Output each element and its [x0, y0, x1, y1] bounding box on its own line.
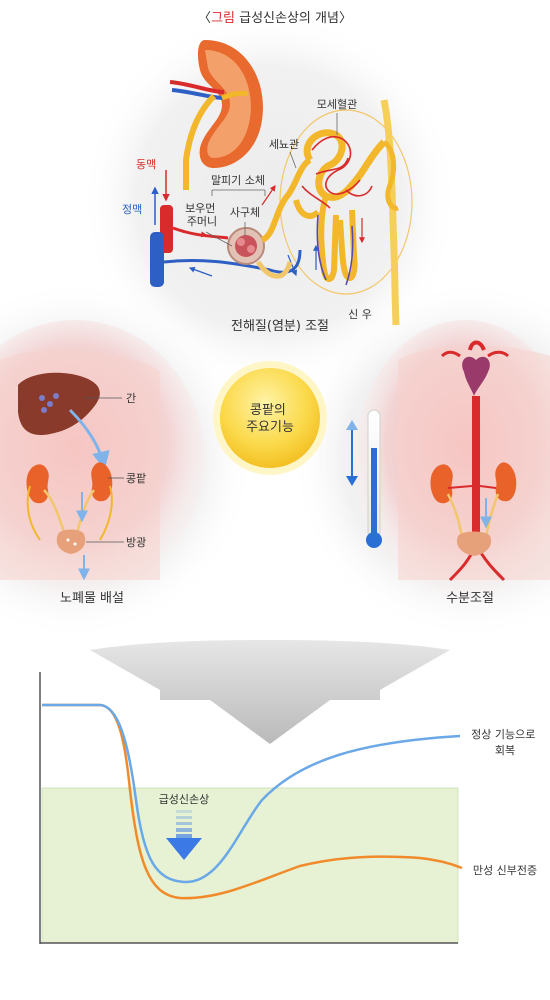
recovery-label-line: 정상 기능으로	[471, 728, 535, 741]
bladder	[56, 529, 86, 554]
bowman-label: 보우먼 주머니	[185, 202, 219, 228]
heart	[462, 356, 490, 396]
liver-label: 간	[126, 392, 136, 405]
center-badge-title: 콩팥의 주요기능	[246, 403, 294, 435]
glomerulus	[235, 235, 257, 257]
ckd-curve	[42, 703, 463, 900]
electrolyte-section-title: 전해질(염분) 조절	[231, 319, 329, 334]
nephron-diagram	[150, 99, 413, 326]
center-title-line: 콩팥의	[250, 403, 286, 418]
recovery-graph	[39, 672, 463, 944]
thermometer-icon	[366, 409, 382, 548]
injury-zone	[41, 787, 459, 944]
bowman-label-line: 보우먼	[185, 202, 215, 215]
artery-label: 동맥	[136, 158, 156, 171]
aorta	[472, 396, 480, 546]
water-section-title: 수분조절	[446, 591, 494, 606]
glomerulus-label: 사구체	[230, 206, 260, 219]
waste-section-title: 노폐물 배설	[60, 591, 124, 606]
water-regulation-illustration	[346, 340, 550, 582]
up-down-arrow-icon	[346, 420, 358, 486]
caption-prefix: 그림	[211, 11, 235, 26]
vein-label: 정맥	[122, 203, 142, 216]
tubule-label: 세뇨관	[269, 138, 299, 151]
aki-label: 급성신손상	[159, 793, 210, 806]
down-arrow-icon	[166, 810, 202, 860]
center-badge: 콩팥의 주요기능	[213, 361, 327, 475]
renal-pelvis-label: 신 우	[348, 308, 372, 321]
ckd-label: 만성 신부전증	[473, 864, 537, 877]
vein-vessel	[150, 232, 164, 287]
kidney-cross-section	[169, 40, 263, 190]
center-title-line: 주요기능	[246, 420, 294, 435]
top-circle	[80, 10, 460, 390]
waste-excretion-illustration	[0, 350, 160, 581]
caption-open: 〈	[198, 11, 211, 26]
recovery-curve	[42, 703, 461, 884]
malpighian-label: 말피기 소체	[211, 174, 265, 187]
transition-arrow	[90, 640, 450, 744]
bladder-label: 방광	[126, 536, 146, 549]
caption-title: 급성신손상의 개념	[239, 11, 339, 26]
capillary-label: 모세혈관	[317, 97, 357, 111]
kidney-left	[26, 464, 49, 504]
figure-caption: 〈그림 급성신손상의 개념〉	[198, 11, 352, 26]
bowman-label-line: 주머니	[187, 215, 217, 228]
recovery-label: 정상 기능으로 회복	[471, 728, 539, 757]
kidney-label: 콩팥	[126, 472, 146, 485]
recovery-label-line: 회복	[495, 744, 515, 757]
kidney-right	[91, 462, 113, 502]
caption-close: 〉	[339, 11, 352, 26]
